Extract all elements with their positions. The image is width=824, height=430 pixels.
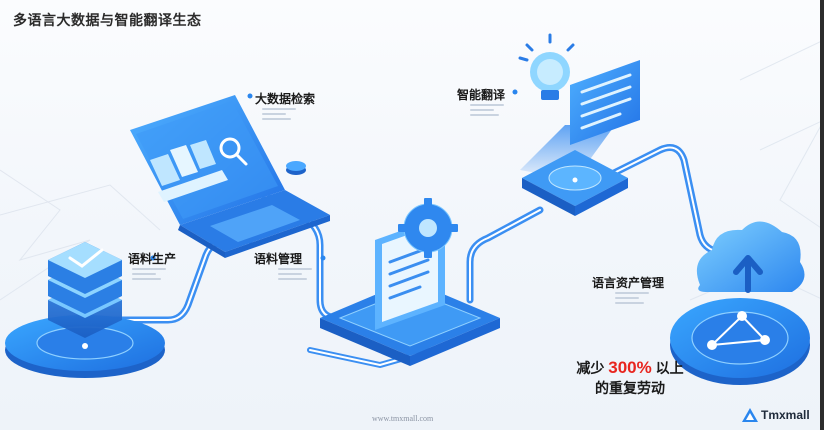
label-corpus-management: 语料管理	[254, 252, 303, 266]
brand-mark-icon	[742, 408, 758, 422]
claim-prefix: 减少	[576, 360, 609, 376]
label-big-data-search: 大数据检索	[255, 92, 316, 106]
corpus-production-icon	[5, 242, 165, 378]
label-lines-asset	[615, 292, 649, 307]
label-lines-translation	[470, 104, 504, 119]
claim-line-1: 减少 300% 以上	[560, 358, 700, 378]
smart-translation-icon	[518, 33, 640, 216]
brand-logo: Tmxmall	[742, 408, 810, 422]
corpus-management-icon	[320, 198, 500, 366]
claim-line-2: 的重复劳动	[595, 380, 665, 396]
label-corpus-production: 语料生产	[128, 252, 177, 266]
page-title: 多语言大数据与智能翻译生态	[13, 12, 202, 28]
label-language-asset-management: 语言资产管理	[592, 276, 665, 290]
label-lines-management	[278, 268, 312, 283]
label-lines-production	[132, 268, 166, 283]
language-asset-icon	[670, 221, 810, 385]
connector-dots	[150, 89, 518, 261]
laptop-search-icon	[130, 95, 330, 258]
claim-suffix: 以上	[651, 360, 684, 376]
label-smart-translation: 智能翻译	[457, 88, 506, 102]
brand-name: Tmxmall	[761, 408, 810, 422]
watermark-url: www.tmxmall.com	[372, 414, 434, 423]
label-lines-search	[262, 108, 296, 123]
right-edge-bar	[820, 0, 824, 430]
efficiency-claim: 减少 300% 以上 的重复劳动	[560, 358, 700, 398]
claim-percent: 300%	[608, 358, 652, 377]
